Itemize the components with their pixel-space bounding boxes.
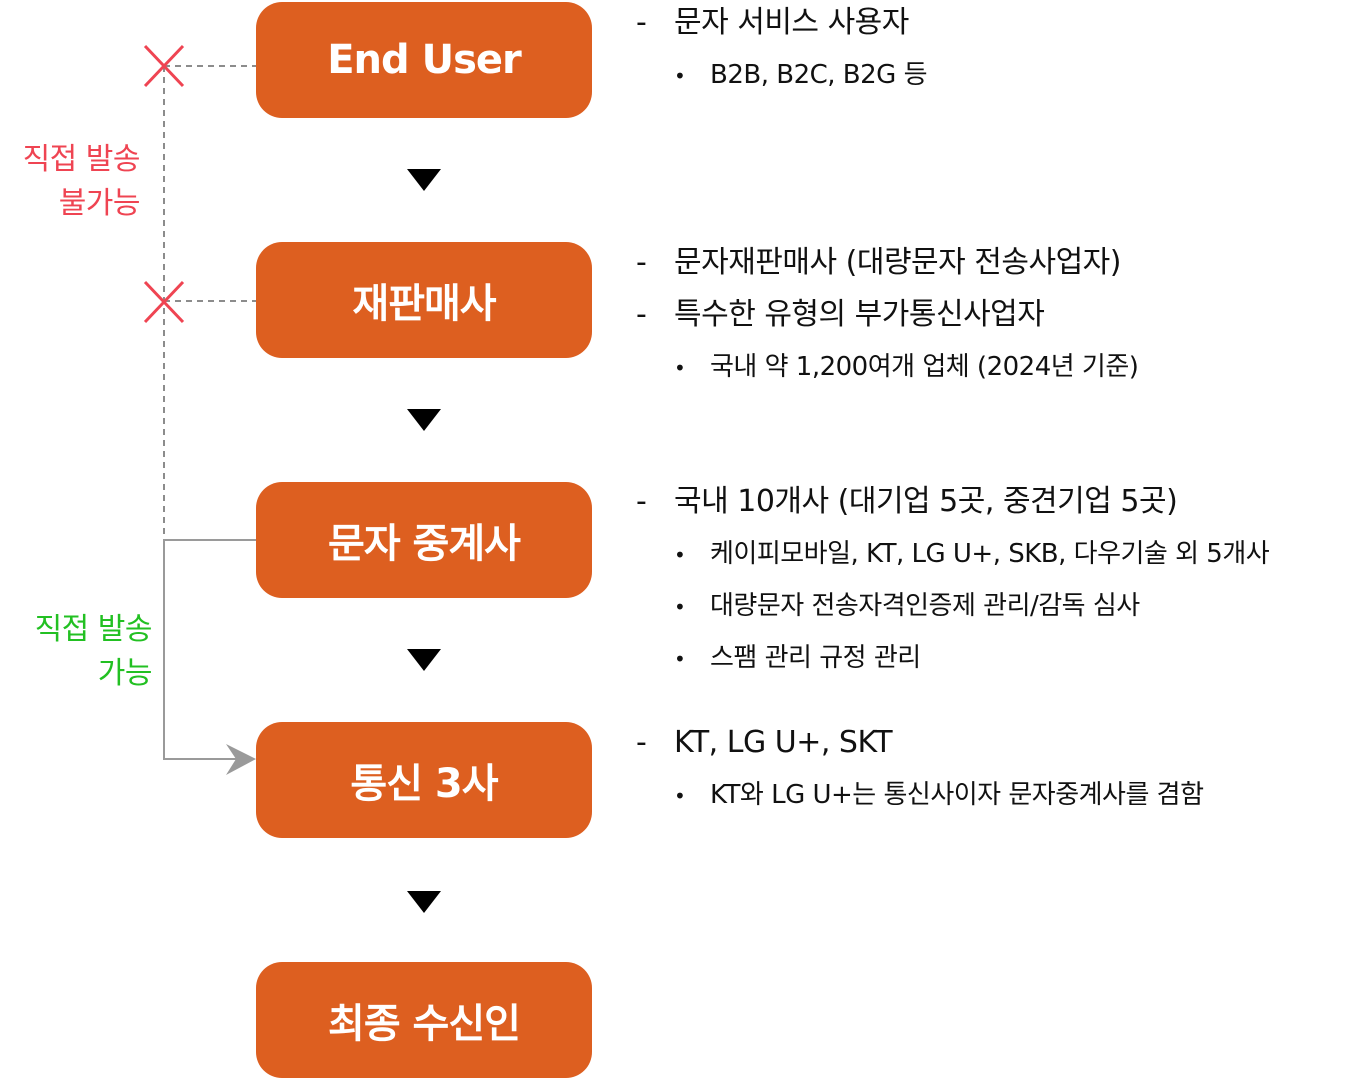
flow-box-recipient: 최종 수신인	[256, 962, 592, 1078]
desc-subitem: • 케이피모바일, KT, LG U+, SKB, 다우기술 외 5개사	[636, 528, 1270, 580]
desc-text: 케이피모바일, KT, LG U+, SKB, 다우기술 외 5개사	[710, 539, 1270, 569]
blocked-label-line2: 불가능	[58, 186, 141, 221]
flow-box-reseller: 재판매사	[256, 242, 592, 358]
dash-marker: -	[636, 484, 647, 519]
triangle-down-icon	[407, 169, 441, 191]
desc-item: -문자재판매사 (대량문자 전송사업자)	[636, 237, 1138, 289]
desc-text: 스팸 관리 규정 관리	[710, 643, 921, 673]
allowed-connector-line	[163, 539, 256, 760]
allowed-label-line1: 직접 발송	[34, 612, 153, 647]
x-mark-icon	[143, 44, 185, 88]
dash-marker: -	[636, 245, 647, 280]
desc-subitem: • 대량문자 전송자격인증제 관리/감독 심사	[636, 580, 1269, 632]
bullet-marker: •	[674, 64, 686, 88]
triangle-down-icon	[407, 891, 441, 913]
desc-text: 대량문자 전송자격인증제 관리/감독 심사	[710, 591, 1140, 621]
dash-marker: -	[636, 5, 647, 40]
bullet-marker: •	[674, 595, 686, 619]
desc-subitem: • KT와 LG U+는 통신사이자 문자중계사를 겸함	[636, 769, 1204, 821]
flow-box-relay: 문자 중계사	[256, 482, 592, 598]
flow-box-end-user: End User	[256, 2, 592, 118]
desc-text: 문자재판매사 (대량문자 전송사업자)	[674, 245, 1121, 280]
desc-text: 특수한 유형의 부가통신사업자	[674, 297, 1045, 332]
triangle-down-icon	[407, 409, 441, 431]
triangle-down-icon	[407, 649, 441, 671]
desc-text: 문자 서비스 사용자	[674, 5, 909, 40]
flow-box-carriers: 통신 3사	[256, 722, 592, 838]
blocked-label-line1: 직접 발송	[22, 142, 141, 177]
dash-marker: -	[636, 725, 647, 760]
bullet-marker: •	[674, 784, 686, 808]
desc-subitem: • B2B, B2C, B2G 등	[636, 49, 928, 101]
desc-item: -특수한 유형의 부가통신사업자	[636, 289, 1138, 341]
description-end-user: -문자 서비스 사용자 • B2B, B2C, B2G 등	[636, 0, 928, 101]
arrow-right-icon	[226, 744, 256, 775]
desc-item: -KT, LG U+, SKT	[636, 717, 1204, 769]
blocked-label: 직접 발송 불가능	[0, 138, 141, 226]
desc-subitem: • 국내 약 1,200여개 업체 (2024년 기준)	[636, 341, 1139, 393]
allowed-label-line2: 가능	[97, 656, 153, 691]
desc-item: -문자 서비스 사용자	[636, 0, 927, 49]
allowed-label: 직접 발송 가능	[0, 608, 153, 696]
bullet-marker: •	[674, 543, 686, 567]
bullet-marker: •	[674, 647, 686, 671]
description-carriers: -KT, LG U+, SKT • KT와 LG U+는 통신사이자 문자중계사를…	[636, 717, 1204, 821]
desc-item: -국내 10개사 (대기업 5곳, 중견기업 5곳)	[636, 476, 1269, 528]
desc-text: KT, LG U+, SKT	[674, 725, 893, 760]
desc-subitem: • 스팸 관리 규정 관리	[636, 632, 1269, 684]
x-mark-icon	[143, 280, 185, 324]
desc-text: KT와 LG U+는 통신사이자 문자중계사를 겸함	[710, 780, 1204, 810]
description-relay: -국내 10개사 (대기업 5곳, 중견기업 5곳) • 케이피모바일, KT, …	[636, 476, 1270, 684]
desc-text: 국내 10개사 (대기업 5곳, 중견기업 5곳)	[674, 484, 1178, 519]
bullet-marker: •	[674, 356, 686, 380]
desc-text: B2B, B2C, B2G 등	[710, 60, 928, 90]
desc-text: 국내 약 1,200여개 업체 (2024년 기준)	[710, 352, 1139, 382]
description-reseller: -문자재판매사 (대량문자 전송사업자) -특수한 유형의 부가통신사업자 • 국…	[636, 237, 1139, 393]
dash-marker: -	[636, 297, 647, 332]
